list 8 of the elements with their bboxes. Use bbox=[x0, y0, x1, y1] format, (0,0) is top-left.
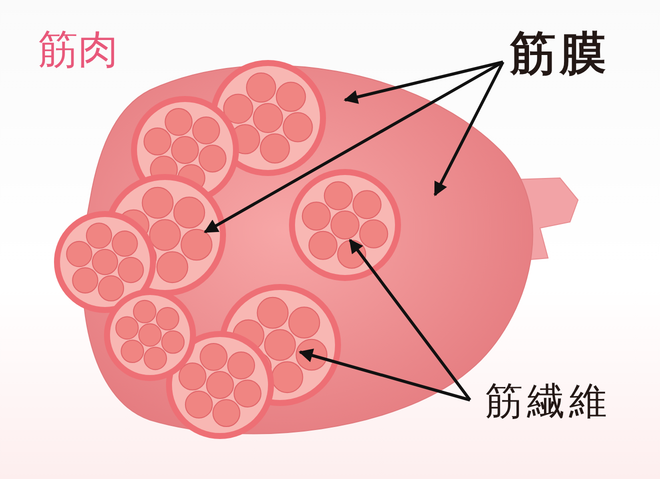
leader-line bbox=[298, 348, 470, 402]
leader-line bbox=[204, 60, 504, 234]
leader-line bbox=[348, 238, 472, 401]
title: 筋肉 bbox=[38, 30, 118, 70]
leader-line bbox=[344, 60, 504, 104]
part-label: 筋繊維 bbox=[485, 382, 611, 420]
part-label: 筋膜 bbox=[510, 30, 610, 76]
leader-line bbox=[434, 61, 504, 196]
